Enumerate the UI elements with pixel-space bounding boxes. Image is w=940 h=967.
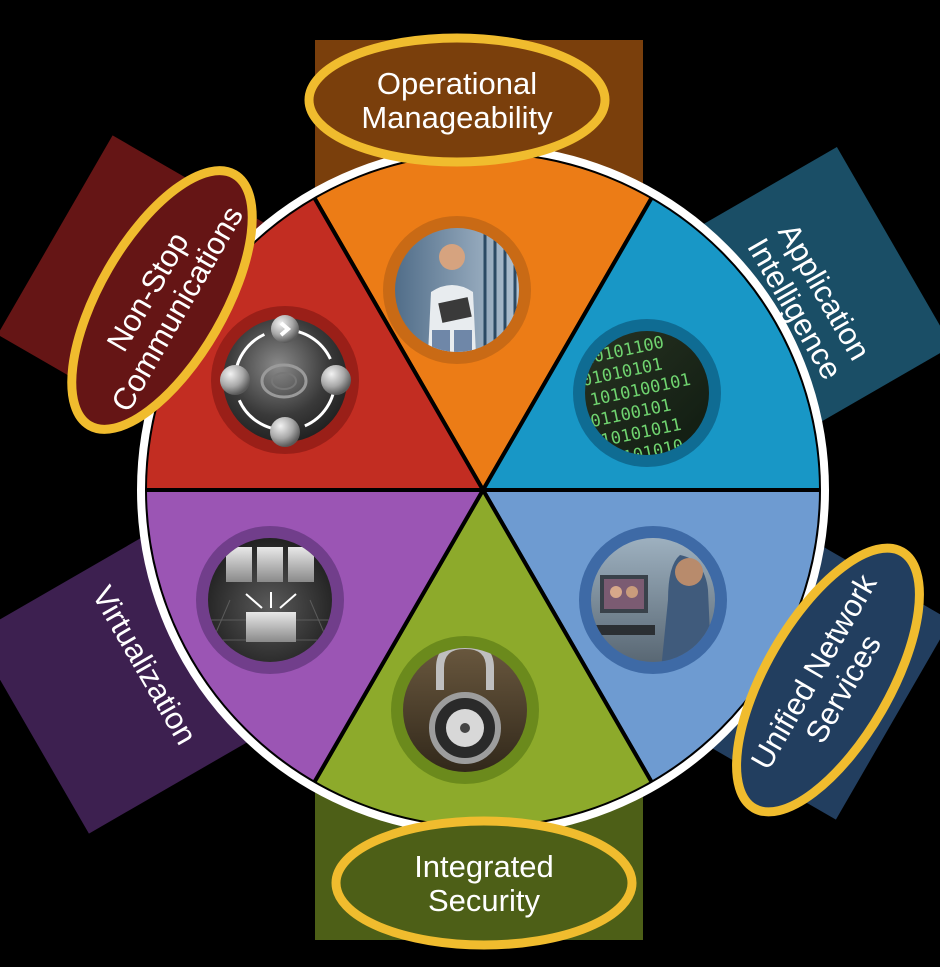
security-label-line: Integrated: [414, 849, 554, 884]
operational-highlight-oval: [304, 33, 610, 167]
operational-label-line: Manageability: [361, 100, 553, 135]
binary-code-icon: 10101100 01010101 1010100101 01100101 10…: [573, 319, 721, 467]
virtualization-blocks-icon: [196, 526, 344, 674]
unified-highlight-oval: [732, 543, 924, 817]
technician-with-clipboard-icon: [383, 216, 531, 364]
security-highlight-oval: [331, 816, 637, 950]
operational-label-line: Operational: [377, 66, 537, 101]
nonstop-highlight-oval: [67, 166, 257, 434]
video-call-user-icon: [579, 526, 727, 674]
redundancy-ring-icon: [211, 306, 359, 454]
security-label-line: Security: [428, 883, 540, 918]
padlock-icon: [391, 636, 539, 784]
